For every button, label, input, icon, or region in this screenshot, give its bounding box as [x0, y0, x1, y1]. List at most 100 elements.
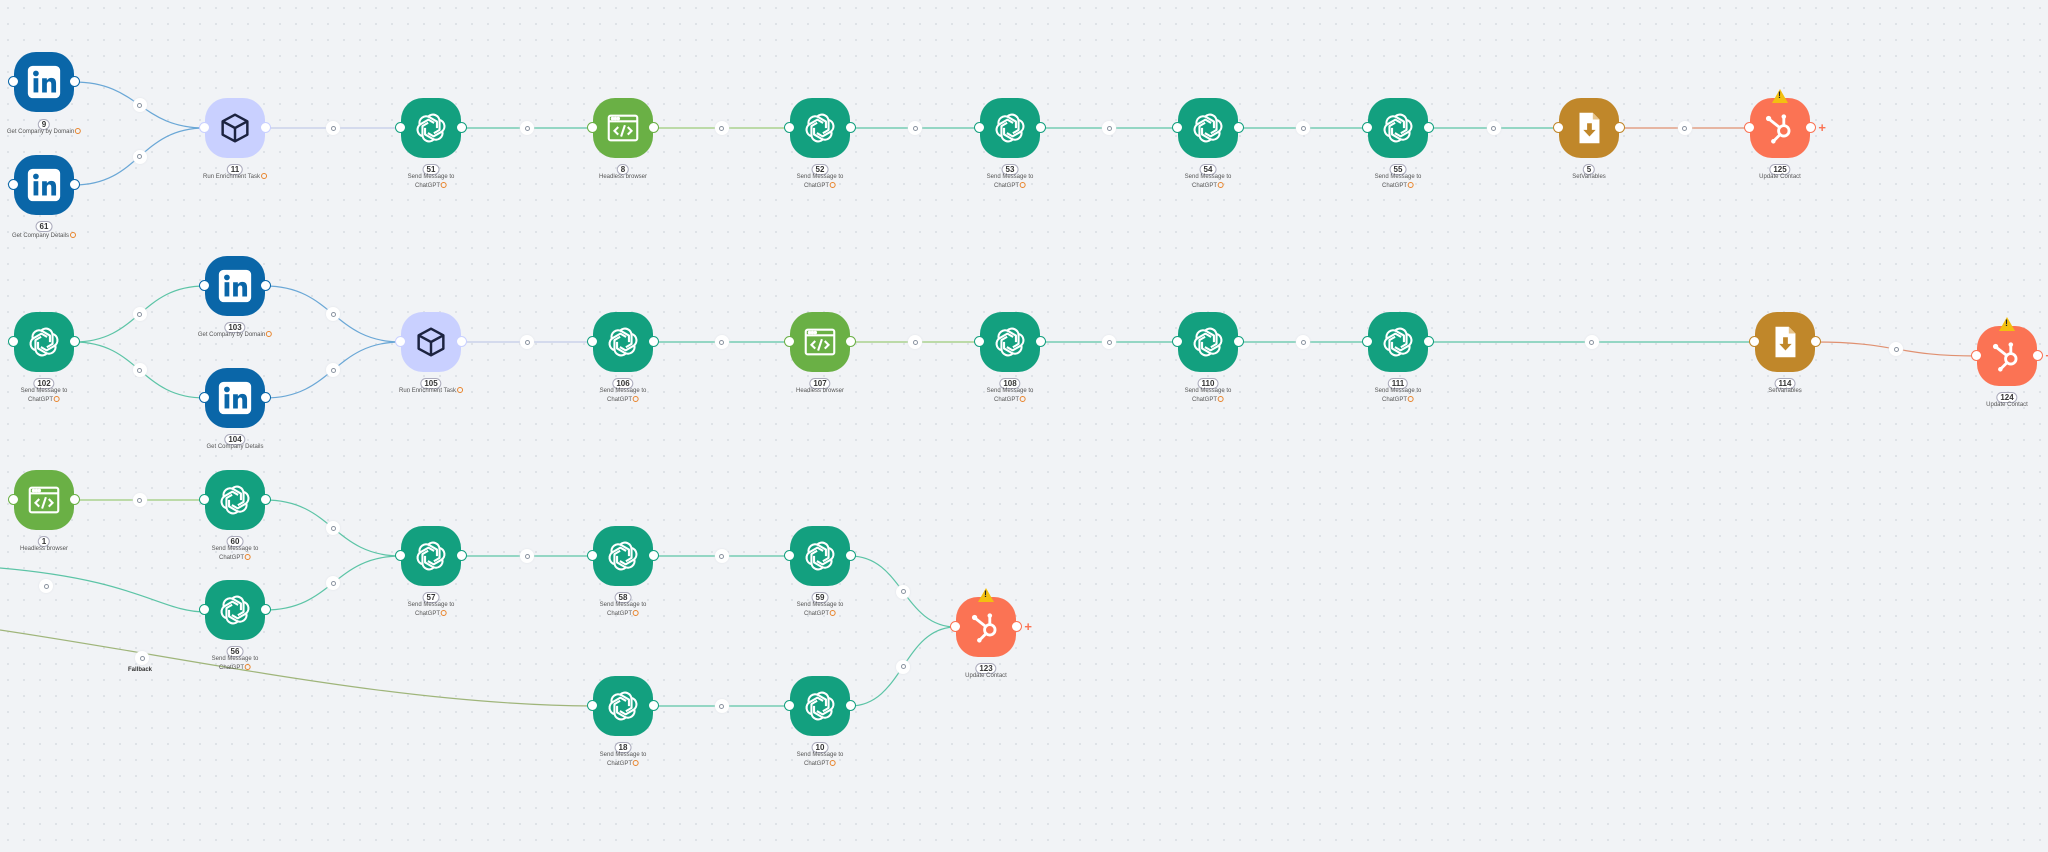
filter-gear-button[interactable]	[134, 365, 145, 375]
filter-gear-button[interactable]	[134, 151, 145, 162]
input-port[interactable]	[199, 494, 210, 505]
filter-gear-button[interactable]	[522, 551, 532, 561]
output-port[interactable]	[69, 494, 80, 505]
module-node-55[interactable]	[1362, 98, 1434, 158]
add-module-button[interactable]: +	[1818, 120, 1826, 135]
module-node-11[interactable]	[199, 98, 271, 158]
output-port[interactable]	[845, 336, 856, 347]
module-node-5[interactable]	[1553, 98, 1625, 158]
filter-gear-button[interactable]	[41, 581, 51, 591]
output-port[interactable]	[845, 700, 856, 711]
output-port[interactable]	[845, 550, 856, 561]
module-node-104[interactable]	[199, 368, 271, 428]
module-node-54[interactable]	[1172, 98, 1244, 158]
module-node-103[interactable]	[199, 256, 271, 316]
filter-gear-button[interactable]	[328, 523, 338, 533]
module-node-52[interactable]	[784, 98, 856, 158]
output-port[interactable]	[1810, 336, 1821, 347]
output-port[interactable]	[69, 76, 80, 87]
input-port[interactable]	[199, 604, 210, 615]
input-port[interactable]	[1553, 122, 1564, 133]
module-node-124[interactable]: +!	[1971, 317, 2048, 386]
output-port[interactable]	[260, 122, 271, 133]
module-node-1[interactable]	[8, 470, 80, 530]
filter-gear-button[interactable]	[898, 661, 908, 672]
output-port[interactable]	[69, 336, 80, 347]
input-port[interactable]	[587, 122, 598, 133]
input-port[interactable]	[199, 392, 210, 403]
filter-gear-button[interactable]	[328, 365, 338, 375]
input-port[interactable]	[1172, 122, 1183, 133]
output-port[interactable]	[845, 122, 856, 133]
input-port[interactable]	[395, 550, 406, 561]
filter-gear-button[interactable]	[1298, 337, 1308, 347]
module-node-56[interactable]	[199, 580, 271, 640]
input-port[interactable]	[8, 179, 19, 190]
output-port[interactable]	[1011, 621, 1022, 632]
input-port[interactable]	[1172, 336, 1183, 347]
filter-gear-button[interactable]	[716, 123, 727, 133]
module-node-105[interactable]	[395, 312, 467, 372]
module-node-60[interactable]	[199, 470, 271, 530]
module-node-18[interactable]	[587, 676, 659, 736]
module-node-59[interactable]	[784, 526, 856, 586]
module-node-53[interactable]	[974, 98, 1046, 158]
filter-gear-button[interactable]	[328, 123, 338, 133]
filter-gear-button[interactable]	[1891, 344, 1901, 354]
filter-gear-button[interactable]	[910, 123, 920, 133]
add-module-button[interactable]: +	[1024, 619, 1032, 634]
module-node-61[interactable]	[8, 155, 80, 215]
filter-gear-button[interactable]	[716, 701, 727, 711]
output-port[interactable]	[260, 280, 271, 291]
filter-gear-button[interactable]	[134, 495, 145, 505]
input-port[interactable]	[587, 700, 598, 711]
input-port[interactable]	[974, 122, 985, 133]
output-port[interactable]	[2032, 350, 2043, 361]
module-node-10[interactable]	[784, 676, 856, 736]
input-port[interactable]	[1362, 122, 1373, 133]
input-port[interactable]	[1749, 336, 1760, 347]
module-node-8[interactable]	[587, 98, 659, 158]
output-port[interactable]	[260, 392, 271, 403]
output-port[interactable]	[1233, 336, 1244, 347]
output-port[interactable]	[1233, 122, 1244, 133]
filter-gear-button[interactable]	[1679, 123, 1690, 133]
output-port[interactable]	[1035, 122, 1046, 133]
module-node-111[interactable]	[1362, 312, 1434, 372]
module-node-58[interactable]	[587, 526, 659, 586]
module-node-125[interactable]: +!	[1744, 89, 1826, 158]
filter-gear-button[interactable]	[1104, 123, 1114, 133]
output-port[interactable]	[456, 336, 467, 347]
input-port[interactable]	[1362, 336, 1373, 347]
module-node-106[interactable]	[587, 312, 659, 372]
input-port[interactable]	[395, 122, 406, 133]
filter-gear-button[interactable]	[137, 653, 147, 663]
input-port[interactable]	[784, 122, 795, 133]
output-port[interactable]	[456, 122, 467, 133]
module-node-57[interactable]	[395, 526, 467, 586]
input-port[interactable]	[587, 550, 598, 561]
output-port[interactable]	[1805, 122, 1816, 133]
input-port[interactable]	[199, 280, 210, 291]
output-port[interactable]	[1614, 122, 1625, 133]
input-port[interactable]	[974, 336, 985, 347]
filter-gear-button[interactable]	[328, 309, 338, 319]
filter-gear-button[interactable]	[134, 100, 145, 110]
output-port[interactable]	[260, 494, 271, 505]
input-port[interactable]	[1744, 122, 1755, 133]
input-port[interactable]	[587, 336, 598, 347]
input-port[interactable]	[199, 122, 210, 133]
module-node-51[interactable]	[395, 98, 467, 158]
output-port[interactable]	[648, 122, 659, 133]
output-port[interactable]	[260, 604, 271, 615]
filter-gear-button[interactable]	[328, 578, 338, 588]
module-node-107[interactable]	[784, 312, 856, 372]
filter-gear-button[interactable]	[1488, 123, 1499, 133]
filter-gear-button[interactable]	[134, 309, 145, 319]
input-port[interactable]	[8, 76, 19, 87]
output-port[interactable]	[648, 550, 659, 561]
add-module-button[interactable]: +	[2045, 349, 2048, 363]
filter-gear-button[interactable]	[898, 586, 908, 597]
input-port[interactable]	[8, 494, 19, 505]
